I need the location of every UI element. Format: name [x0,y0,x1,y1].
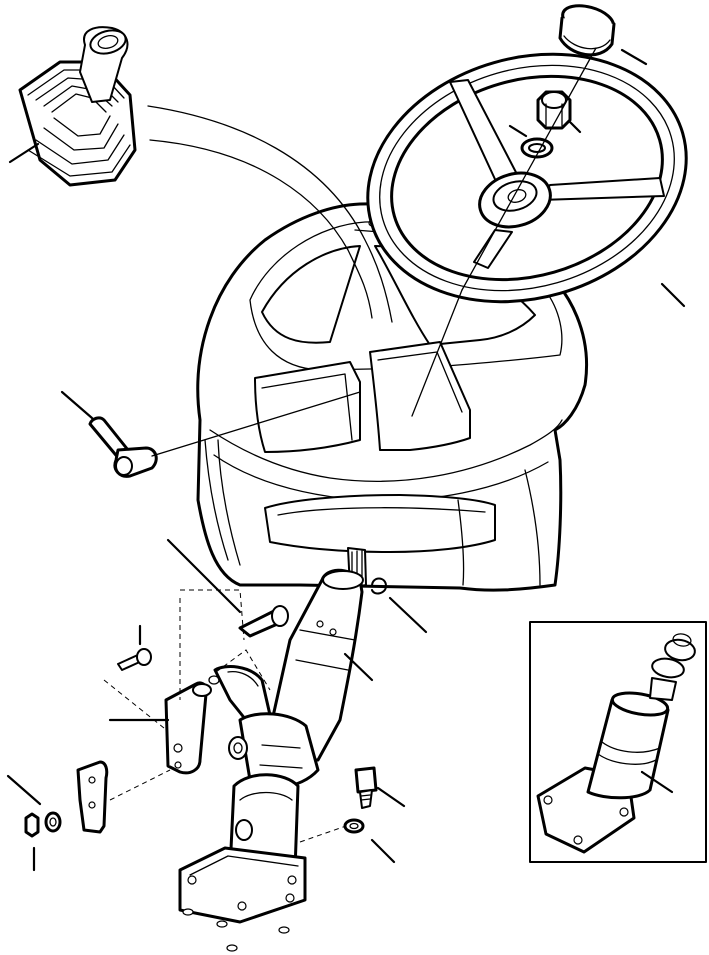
leader-column [345,654,372,680]
boot-cable-lower [150,140,372,318]
wheel-nut [538,92,570,128]
boot-cable-upper [148,106,392,322]
alternative-column-detail [530,622,706,862]
leader-inset [642,772,672,792]
wheel-axis-line [462,48,596,290]
bolts [118,606,376,832]
leader-cap [622,50,646,64]
leader-lever [62,392,92,418]
leader-wheel [662,284,684,306]
leader-boot [10,144,38,162]
leader-lock-washer [372,840,394,862]
assembly-dashed-lines [104,590,346,842]
gear-lever-boot [20,27,135,185]
leader-washer [510,126,526,136]
leader-plate [8,776,40,804]
steering-wheel [338,18,709,338]
callout-leaders [8,50,684,870]
tilt-lever [90,392,360,476]
column-axis-line [412,290,462,416]
leader-vertical-bolt [378,788,404,806]
leader-nut [570,122,580,132]
leader-bolt-a [168,540,240,612]
circlip [372,579,386,594]
nut-and-washers [26,813,60,836]
bracket [166,676,219,773]
horn-cap [560,1,617,55]
steering-column [180,548,366,951]
leader-circlip [390,598,426,632]
mounting-plate [78,762,107,832]
